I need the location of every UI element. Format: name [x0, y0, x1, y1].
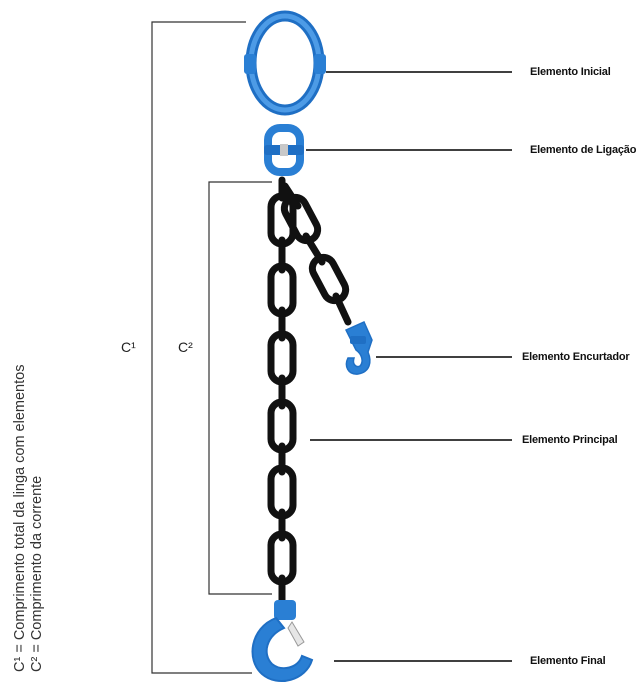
c1-dimension-label: C¹ [121, 339, 136, 355]
legend-line-c2: C² = Comprimento da corrente [29, 475, 45, 672]
master-link-icon [244, 10, 326, 116]
main-hook-icon [251, 600, 314, 683]
main-chain [267, 176, 297, 608]
label-elemento-encurtador: Elemento Encurtador [522, 351, 630, 363]
c1-bracket [151, 21, 252, 674]
leader-lines [306, 71, 512, 662]
legend: C¹ = Comprimento total da linga com elem… [12, 365, 46, 672]
shortening-hook-icon [344, 321, 373, 375]
connecting-link-icon [264, 124, 304, 176]
label-elemento-inicial: Elemento Inicial [530, 66, 611, 78]
label-elemento-ligacao: Elemento de Ligação [530, 144, 637, 156]
label-elemento-principal: Elemento Principal [522, 434, 618, 446]
legend-line-c1: C¹ = Comprimento total da linga com elem… [12, 364, 28, 672]
c2-bracket [208, 181, 272, 595]
branch-chain [280, 182, 352, 326]
label-elemento-final: Elemento Final [530, 655, 606, 667]
c2-dimension-label: C² [178, 339, 193, 355]
